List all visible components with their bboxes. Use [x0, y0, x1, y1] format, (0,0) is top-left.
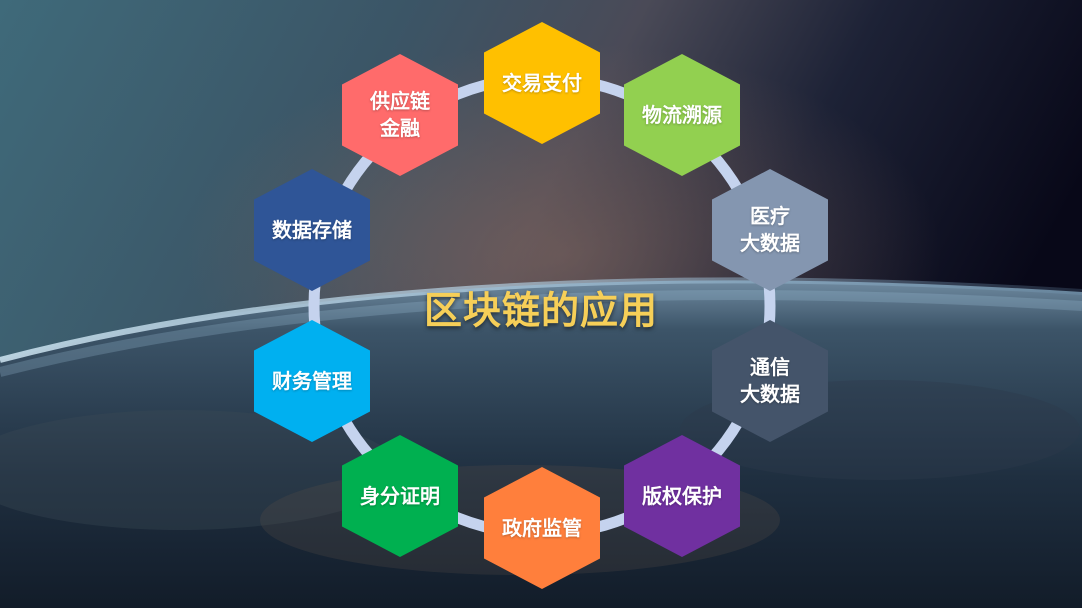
hexagon-label: 通信 大数据: [740, 355, 800, 406]
diagram-title: 区块链的应用: [423, 288, 659, 333]
hexagon-label: 物流溯源: [642, 102, 722, 127]
hexagon-label: 版权保护: [642, 483, 722, 508]
hexagon-node: 供应链 金融: [342, 54, 458, 176]
hexagon-label: 身分证明: [360, 483, 440, 508]
hexagon-node: 财务管理: [254, 320, 370, 442]
hexagon-label: 数据存储: [272, 217, 352, 242]
hexagon-label: 供应链 金融: [370, 89, 430, 140]
hexagon-node: 数据存储: [254, 169, 370, 291]
hexagon-label: 财务管理: [272, 368, 352, 393]
hexagon-label: 政府监管: [502, 515, 582, 540]
hexagon-label: 医疗 大数据: [740, 204, 800, 255]
hexagon-label: 交易支付: [502, 70, 582, 95]
